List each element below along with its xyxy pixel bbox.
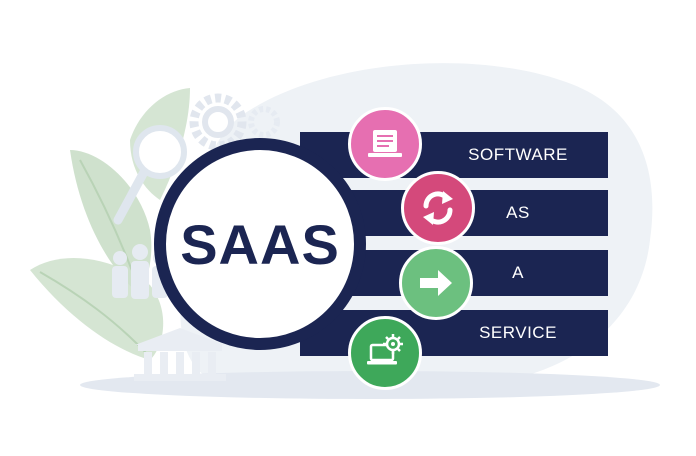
gear-small-icon xyxy=(248,106,280,138)
bar-label-service: SERVICE xyxy=(479,323,557,342)
badge-as xyxy=(401,171,475,245)
refresh-arrows-icon xyxy=(423,191,453,225)
arrow-right-icon xyxy=(420,270,452,296)
badge-software xyxy=(348,107,422,181)
badge-a xyxy=(399,246,473,320)
badge-service xyxy=(348,316,422,390)
bar-service: SERVICE xyxy=(300,310,608,356)
saas-circle: SAAS xyxy=(154,138,366,350)
bar-software: SOFTWARE xyxy=(300,132,608,178)
saas-label: SAAS xyxy=(180,212,340,276)
document-laptop-icon xyxy=(368,130,402,157)
magnifier-icon xyxy=(113,125,187,225)
bar-label-as: AS xyxy=(506,203,530,222)
bar-label-a: A xyxy=(512,263,524,282)
building-icon xyxy=(134,328,226,381)
bar-label-software: SOFTWARE xyxy=(468,145,568,164)
laptop-gear-icon xyxy=(367,334,403,365)
gear-large-icon xyxy=(189,93,247,151)
